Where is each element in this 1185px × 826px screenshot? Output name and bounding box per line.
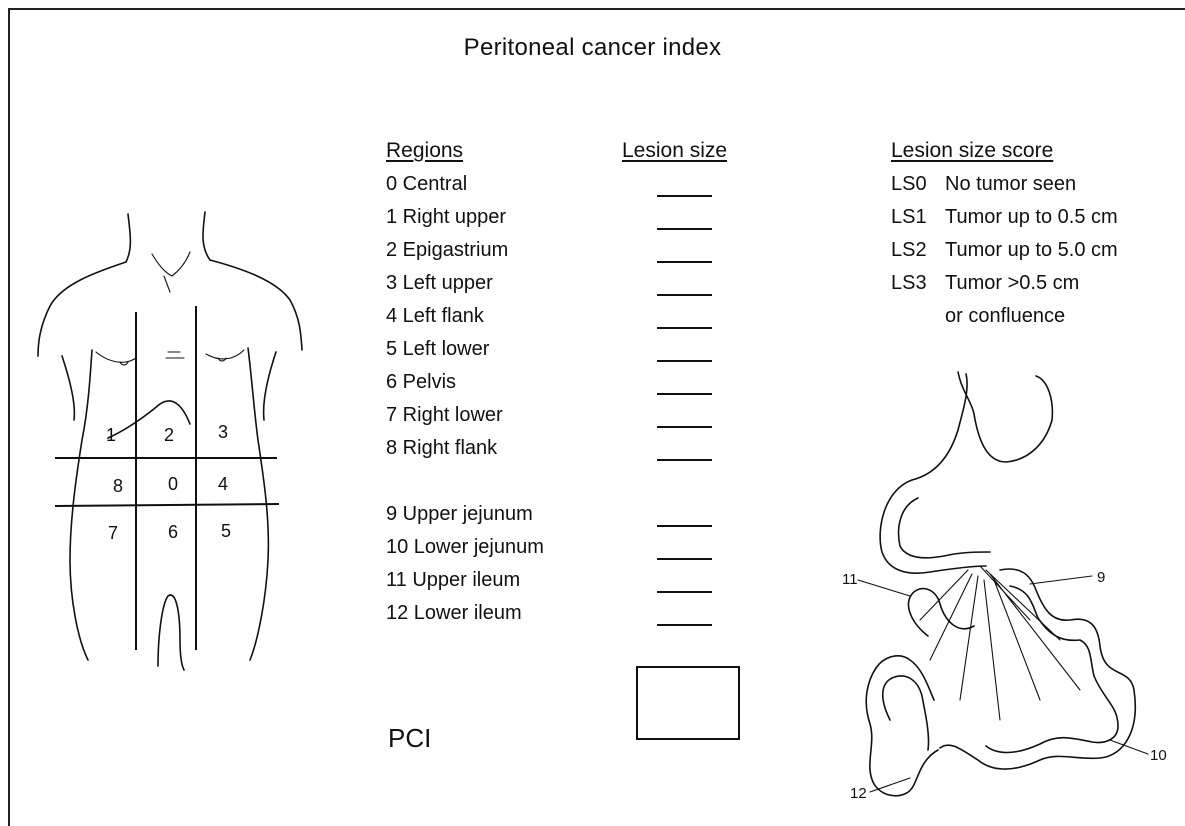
grid-horizontal-bottom	[55, 504, 279, 506]
torso-num-3: 3	[218, 422, 228, 442]
ileum-loop-upper	[909, 589, 974, 636]
torso-num-4: 4	[218, 474, 228, 494]
costal-margin	[108, 401, 190, 438]
sternum-mark	[166, 352, 184, 358]
stomach-inner	[912, 374, 967, 480]
torso-num-7: 7	[108, 523, 118, 543]
collarbone-notch	[152, 252, 190, 276]
right-arm-inner	[264, 352, 276, 420]
neck-left	[126, 214, 130, 262]
bowel-num-12: 12	[850, 785, 867, 802]
sternum-notch	[164, 276, 170, 292]
torso-num-6: 6	[168, 522, 178, 542]
torso-num-2: 2	[164, 425, 174, 445]
leader-12	[870, 778, 910, 792]
left-shoulder	[38, 262, 126, 356]
right-shoulder	[210, 260, 302, 350]
neck-right	[203, 212, 210, 260]
torso-num-1: 1	[106, 425, 116, 445]
bowel-illustration: 11 9 12 10	[842, 372, 1167, 802]
bowel-num-9: 9	[1097, 569, 1105, 586]
duodenum-outer	[880, 480, 986, 573]
jejunum-loop	[940, 569, 1135, 769]
bowel-num-10: 10	[1150, 747, 1167, 764]
mesentery-vessels	[920, 566, 1080, 720]
torso-illustration: 1 2 3 8 0 4 7 6 5	[38, 212, 302, 670]
torso-num-8: 8	[113, 476, 123, 496]
duodenum-inner	[899, 498, 990, 558]
torso-num-0: 0	[168, 474, 178, 494]
ileum-inner	[883, 676, 929, 750]
genital-outline	[158, 595, 184, 670]
left-arm-inner	[62, 356, 74, 420]
stomach-outer	[958, 372, 1052, 462]
right-pec	[206, 350, 244, 359]
bowel-num-11: 11	[842, 571, 858, 588]
leader-9	[1030, 576, 1092, 584]
lesion-size-blanks[interactable]	[657, 196, 712, 625]
left-pec	[96, 352, 136, 362]
torso-num-5: 5	[221, 521, 231, 541]
leader-11	[858, 580, 910, 596]
